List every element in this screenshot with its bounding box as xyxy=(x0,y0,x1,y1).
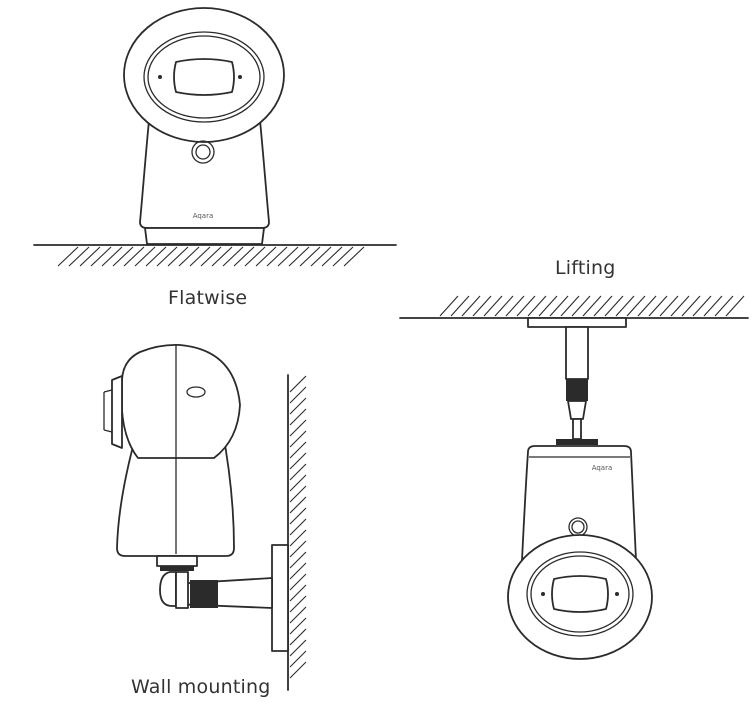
hatch-line xyxy=(560,295,580,317)
hatch-line xyxy=(692,295,712,317)
hatch-line xyxy=(255,246,277,267)
hatch-line xyxy=(289,595,307,613)
hatch-line xyxy=(527,295,547,317)
hatch-line xyxy=(156,246,178,267)
hatch-line xyxy=(289,540,307,558)
lifting-label: Lifting xyxy=(555,257,616,279)
hatch-line xyxy=(571,295,591,317)
hatch-line xyxy=(289,419,307,437)
hatch-line xyxy=(714,295,734,317)
hatch-line xyxy=(604,295,624,317)
hatch-line xyxy=(289,628,307,646)
hatch-line xyxy=(659,295,679,317)
hatch-line xyxy=(593,295,613,317)
hatch-line xyxy=(277,246,299,267)
hatch-line xyxy=(145,246,167,267)
hatch-line xyxy=(494,295,514,317)
hatch-line xyxy=(310,246,332,267)
hatch-line xyxy=(123,246,145,267)
wall-mounting-bracket xyxy=(159,544,289,652)
hatch-line xyxy=(289,606,307,624)
hatch-line xyxy=(439,295,459,317)
hatch-line xyxy=(289,375,307,393)
hatch-line xyxy=(233,246,255,267)
hatch-line xyxy=(461,295,481,317)
hatch-line xyxy=(289,650,307,668)
hatch-line xyxy=(289,518,307,536)
wall-mounting-camera xyxy=(103,343,241,571)
hatch-line xyxy=(289,529,307,547)
hatch-line xyxy=(244,246,266,267)
hatch-line xyxy=(648,295,668,317)
hatch-line xyxy=(222,246,244,267)
wall-mounting-label: Wall mounting xyxy=(131,676,271,698)
lifting-camera: Aqara xyxy=(507,445,653,660)
hatch-line xyxy=(289,485,307,503)
hatch-line xyxy=(289,562,307,580)
hatch-line xyxy=(289,573,307,591)
hatch-line xyxy=(505,295,525,317)
hatch-line xyxy=(681,295,701,317)
hatch-line xyxy=(538,295,558,317)
hatch-line xyxy=(90,246,112,267)
hatch-line xyxy=(626,295,646,317)
hatch-line xyxy=(167,246,189,267)
hatch-line xyxy=(450,295,470,317)
hatch-line xyxy=(332,246,354,267)
hatch-line xyxy=(289,430,307,448)
hatch-line xyxy=(200,246,222,267)
hatch-line xyxy=(549,295,569,317)
hatch-line xyxy=(289,639,307,657)
hatch-line xyxy=(289,496,307,514)
hatch-line xyxy=(299,246,321,267)
hatch-line xyxy=(343,246,365,267)
hatch-line xyxy=(472,295,492,317)
flatwise-brand-label: Aqara xyxy=(193,212,214,220)
hatch-line xyxy=(68,246,90,267)
hatch-line xyxy=(289,408,307,426)
lifting-brand-label: Aqara xyxy=(592,464,613,472)
hatch-line xyxy=(483,295,503,317)
wall-mounting-wall xyxy=(287,374,307,691)
hatch-line xyxy=(670,295,690,317)
flatwise-camera: Aqara xyxy=(123,7,285,245)
hatch-line xyxy=(321,246,343,267)
hatch-line xyxy=(266,246,288,267)
lifting-ceiling xyxy=(399,295,749,319)
hatch-line xyxy=(289,474,307,492)
hatch-line xyxy=(289,452,307,470)
hatch-line xyxy=(516,295,536,317)
hatch-line xyxy=(289,551,307,569)
hatch-line xyxy=(725,295,745,317)
flatwise-label: Flatwise xyxy=(168,287,248,309)
hatch-line xyxy=(288,246,310,267)
hatch-line xyxy=(134,246,156,267)
hatch-line xyxy=(289,397,307,415)
flatwise-floor xyxy=(33,244,397,267)
hatch-line xyxy=(112,246,134,267)
hatch-line xyxy=(615,295,635,317)
hatch-line xyxy=(289,463,307,481)
lifting-mount xyxy=(527,317,627,445)
hatch-line xyxy=(703,295,723,317)
hatch-line xyxy=(289,584,307,602)
hatch-line xyxy=(289,386,307,404)
hatch-line xyxy=(289,441,307,459)
hatch-line xyxy=(582,295,602,317)
hatch-line xyxy=(189,246,211,267)
hatch-line xyxy=(101,246,123,267)
hatch-line xyxy=(289,507,307,525)
hatch-line xyxy=(79,246,101,267)
hatch-line xyxy=(289,661,307,679)
hatch-line xyxy=(178,246,200,267)
hatch-line xyxy=(637,295,657,317)
hatch-line xyxy=(211,246,233,267)
hatch-line xyxy=(57,246,79,267)
hatch-line xyxy=(289,617,307,635)
